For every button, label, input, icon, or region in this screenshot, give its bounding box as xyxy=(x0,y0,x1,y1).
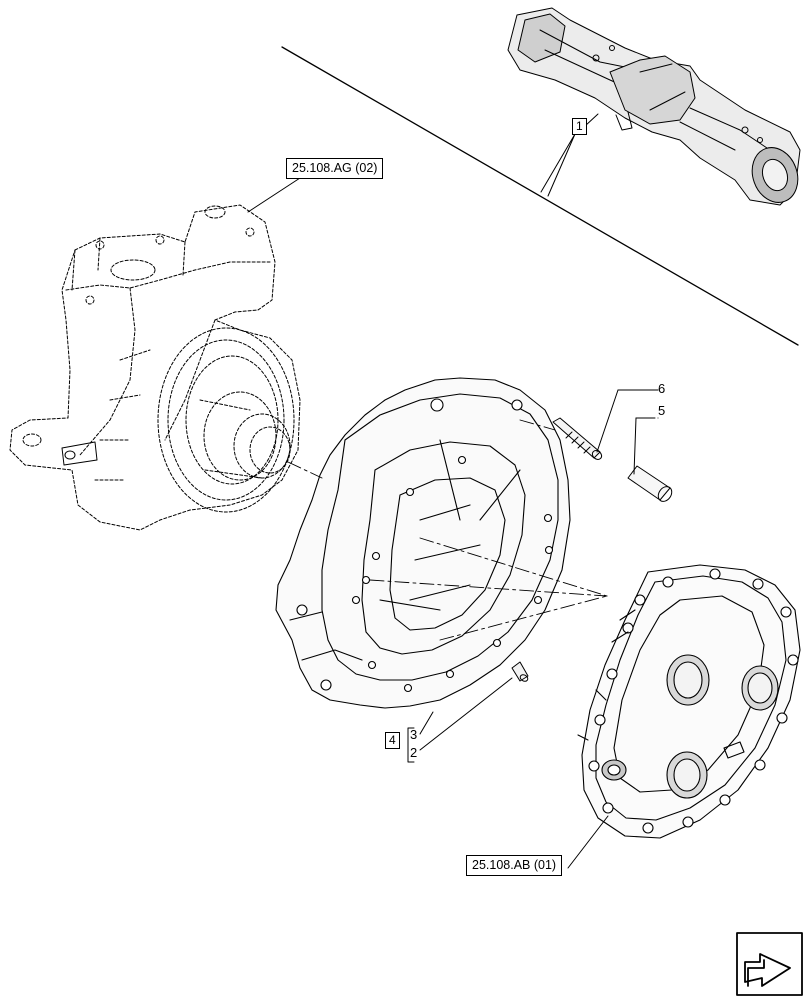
item-1-leader xyxy=(540,113,599,197)
dowel-pin xyxy=(627,465,673,502)
arrow-next-page-icon[interactable] xyxy=(736,932,803,996)
planetary-carrier xyxy=(577,564,801,839)
ref-steering-knuckle[interactable]: 25.108.AG (02) xyxy=(286,158,384,179)
callout-3-label: 3 xyxy=(410,727,418,742)
assembly-centerline xyxy=(287,419,608,641)
callout-5-label: 5 xyxy=(658,403,666,418)
axle-assembly xyxy=(281,7,801,346)
callout-4-box: 4 xyxy=(385,732,400,749)
callout-6-label: 6 xyxy=(658,381,666,396)
callout-2-label: 2 xyxy=(410,745,418,760)
steering-knuckle xyxy=(9,204,301,531)
knuckle-logo-plate xyxy=(61,441,98,466)
hub-housing xyxy=(275,377,571,709)
stud-bolt xyxy=(552,417,603,460)
callout-leaders xyxy=(247,177,659,869)
small-pin xyxy=(511,661,529,682)
ref-planetary-carrier[interactable]: 25.108.AB (01) xyxy=(466,855,563,876)
callout-1-box: 1 xyxy=(572,118,587,135)
